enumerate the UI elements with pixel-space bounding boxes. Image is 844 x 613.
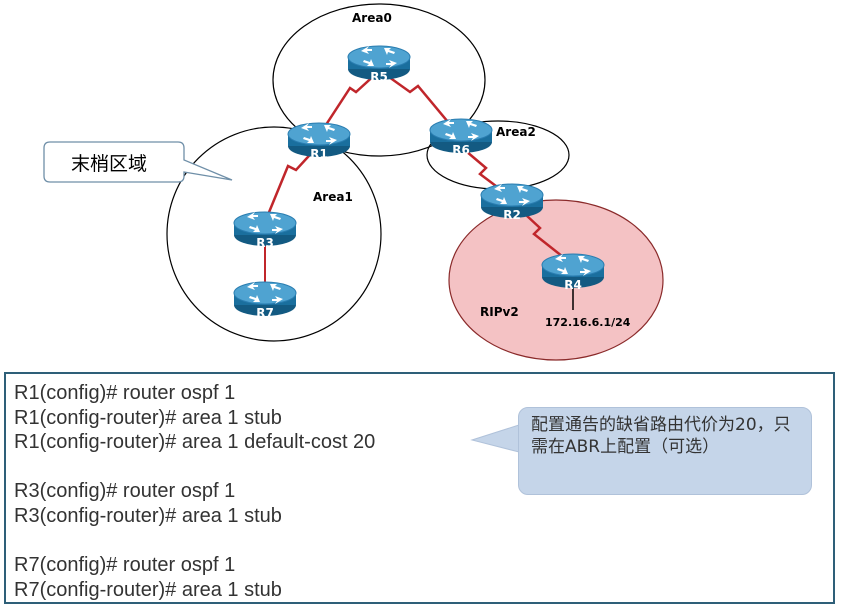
stub-area-callout: 末梢区域	[43, 141, 233, 183]
router-r5-label: R5	[370, 70, 388, 84]
area2-label: Area2	[496, 125, 536, 139]
router-r3[interactable]: R3	[233, 211, 297, 250]
default-cost-note: 配置通告的缺省路由代价为20，只需在ABR上配置（可选）	[518, 407, 812, 495]
default-cost-note-text: 配置通告的缺省路由代价为20，只需在ABR上配置（可选）	[531, 415, 791, 457]
config-line: R1(config-router)# area 1 stub	[14, 406, 282, 429]
ripv2-label: RIPv2	[480, 305, 519, 319]
router-r7-label: R7	[256, 306, 274, 320]
config-line	[14, 455, 375, 480]
area0-label: Area0	[352, 11, 392, 25]
router-r4[interactable]: R4	[541, 253, 605, 292]
router-r7[interactable]: R7	[233, 281, 297, 320]
link-r5-r1	[318, 71, 379, 135]
area0-boundary	[272, 3, 486, 157]
area1-label: Area1	[313, 190, 353, 204]
router-r1[interactable]: R1	[287, 122, 351, 161]
router-r1-label: R1	[310, 147, 328, 161]
config-line: R7(config-router)# area 1 stub	[14, 578, 282, 601]
router-r2[interactable]: R2	[480, 183, 544, 222]
network-topology-diagram: 末梢区域 R5 R1 R6 R2 R3 R7 R4 Area0 Area1 Ar…	[43, 3, 664, 361]
config-line: R1(config)# router ospf 1	[14, 382, 236, 404]
router-r3-label: R3	[256, 236, 274, 250]
area1-boundary	[166, 126, 382, 342]
router-r6-label: R6	[452, 143, 470, 157]
link-r1-r3	[263, 145, 319, 223]
router-r2-label: R2	[503, 208, 521, 222]
config-line: R3(config-router)# area 1 stub	[14, 504, 282, 527]
config-line	[14, 529, 375, 554]
router-r6[interactable]: R6	[429, 118, 493, 157]
config-line: R7(config)# router ospf 1	[14, 554, 236, 577]
config-line: R1(config-router)# area 1 default-cost 2…	[14, 431, 376, 454]
stub-area-callout-text: 末梢区域	[71, 153, 147, 175]
router-r4-label: R4	[564, 278, 582, 292]
network-address-label: 172.16.6.1/24	[545, 316, 631, 329]
config-command-list: R1(config)# router ospf 1 R1(config-rout…	[14, 381, 375, 602]
config-line: R3(config)# router ospf 1	[14, 480, 236, 503]
link-r5-r6	[381, 70, 459, 135]
router-r5[interactable]: R5	[347, 45, 411, 84]
